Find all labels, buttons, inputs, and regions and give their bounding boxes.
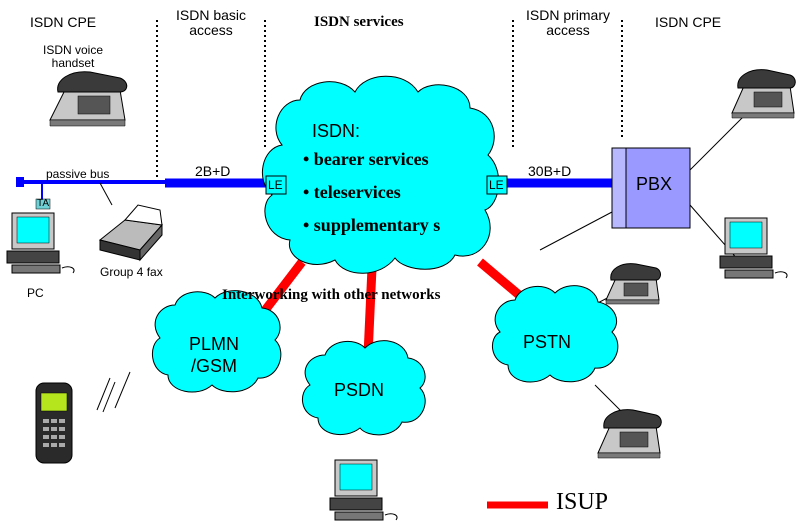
passive-bus-label: passive bus: [46, 167, 110, 181]
isdn-cloud-title: ISDN:: [312, 121, 361, 141]
fax-label: Group 4 fax: [100, 265, 163, 279]
bus-terminator: [16, 177, 24, 187]
primary-rate-label: 30B+D: [528, 163, 572, 179]
line-pbx-phone-top: [689, 114, 746, 171]
psdn-label: PSDN: [334, 380, 385, 400]
region-cpe-right: ISDN CPE: [655, 14, 722, 30]
isup-link-psdn: [363, 267, 377, 356]
pbx-box-side: [611, 147, 627, 229]
line-pbx-to-pstn: [539, 211, 613, 251]
le-right-label: LE: [489, 178, 504, 192]
pstn-phone-mid-icon: [605, 263, 661, 305]
le-box-left: [265, 175, 287, 195]
pbx-label: PBX: [636, 174, 673, 194]
voice-handset-label: ISDN voice handset: [42, 43, 104, 70]
le-left-label: LE: [268, 178, 283, 192]
ta-label: TA: [37, 198, 50, 209]
boundary-lines: [156, 20, 623, 182]
isdn-phone-icon: [49, 71, 128, 127]
legend-isup-label: ISUP: [556, 489, 609, 515]
region-basic-access: ISDN basic access: [175, 7, 247, 38]
pc-left-icon: [6, 212, 75, 274]
isup-link-pstn: [477, 258, 528, 304]
region-primary-access: ISDN primary access: [525, 7, 610, 38]
pc-psdn-icon: [329, 459, 398, 521]
mobile-phone-icon: [35, 382, 73, 464]
isdn-service-tele: • teleservices: [303, 182, 401, 202]
pbx-phone-top-icon: [731, 69, 796, 119]
pc-label: PC: [27, 286, 44, 300]
pstn-cloud: [492, 285, 619, 383]
isdn-service-bearer: • bearer services: [303, 149, 429, 169]
plmn-cloud: [152, 290, 282, 393]
le-box-right: [486, 175, 508, 195]
ta-box: [35, 198, 51, 210]
radio-wave-icon: [96, 371, 131, 413]
psdn-cloud: [302, 340, 426, 436]
interworking-label: Interworking with other networks: [222, 287, 441, 303]
fax-icon: [98, 204, 163, 262]
pstn-phone-bottom-icon: [597, 409, 662, 459]
basic-rate-label: 2B+D: [195, 163, 231, 179]
region-cpe-left: ISDN CPE: [30, 14, 97, 30]
pstn-label: PSTN: [523, 332, 572, 352]
fax-drop-line: [99, 182, 113, 206]
region-services: ISDN services: [314, 14, 404, 30]
pc-right-icon: [719, 217, 788, 279]
isdn-service-supplementary: • supplementary s: [303, 215, 441, 235]
isdn-cloud: [262, 75, 500, 274]
plmn-label: PLMN /GSM: [188, 334, 239, 376]
